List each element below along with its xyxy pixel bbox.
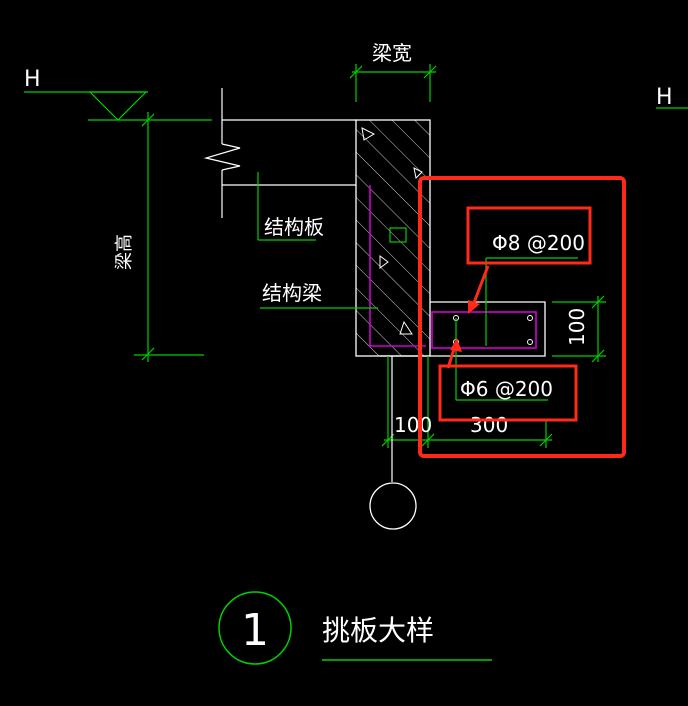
elevation-mark-right: H bbox=[656, 85, 688, 110]
rebar-bottom-label: Φ6 @200 bbox=[460, 377, 553, 401]
beam-stirrup bbox=[369, 185, 426, 347]
highlight-box-rebar-bottom bbox=[438, 364, 578, 422]
structural-slab-label: 结构板 bbox=[264, 215, 324, 239]
axis-bubble bbox=[369, 356, 417, 530]
highlight-box-outer bbox=[418, 176, 626, 458]
red-markup bbox=[418, 176, 626, 458]
elevation-mark-left: H bbox=[24, 67, 212, 121]
rebar-annotations: Φ8 @200 Φ6 @200 bbox=[455, 231, 585, 401]
dimension-bottom: 100 300 bbox=[381, 356, 553, 448]
elevation-triangle-icon bbox=[88, 91, 148, 121]
aggregate-icon bbox=[379, 255, 389, 269]
elevation-label-right: H bbox=[656, 85, 673, 110]
detail-number: 1 bbox=[241, 605, 269, 656]
dimension-100-horizontal-label: 100 bbox=[394, 413, 432, 437]
cantilever-slab bbox=[380, 301, 546, 357]
beam-width-label: 梁宽 bbox=[372, 41, 412, 65]
elevation-label-left: H bbox=[24, 67, 41, 92]
aggregate-icon bbox=[361, 127, 376, 141]
dimension-100-vertical: 100 bbox=[552, 295, 606, 363]
beam-height-label: 梁高 bbox=[114, 234, 135, 270]
structural-beam bbox=[355, 119, 431, 357]
structural-slab bbox=[203, 88, 356, 218]
aggregate-icon bbox=[413, 167, 423, 180]
cantilever-rebar bbox=[431, 311, 537, 349]
rebar-top-label: Φ8 @200 bbox=[492, 231, 585, 255]
arrow-icon bbox=[468, 300, 480, 314]
structural-beam-label: 结构梁 bbox=[262, 281, 322, 305]
beam-width-dimension: 梁宽 bbox=[349, 41, 437, 102]
arrow-icon bbox=[450, 338, 462, 352]
dimension-300-label: 300 bbox=[470, 413, 508, 437]
label-leaders: 结构板 结构梁 bbox=[257, 172, 378, 309]
detail-title-block: 1 挑板大样 bbox=[218, 591, 492, 665]
beam-height-dimension: 梁高 bbox=[114, 112, 204, 362]
aggregate-icon bbox=[399, 320, 413, 335]
highlight-box-rebar-top bbox=[466, 206, 592, 265]
dimension-100-vertical-label: 100 bbox=[565, 308, 589, 346]
break-line-icon bbox=[203, 143, 241, 171]
section-tag bbox=[389, 227, 407, 243]
detail-title: 挑板大样 bbox=[322, 614, 434, 647]
